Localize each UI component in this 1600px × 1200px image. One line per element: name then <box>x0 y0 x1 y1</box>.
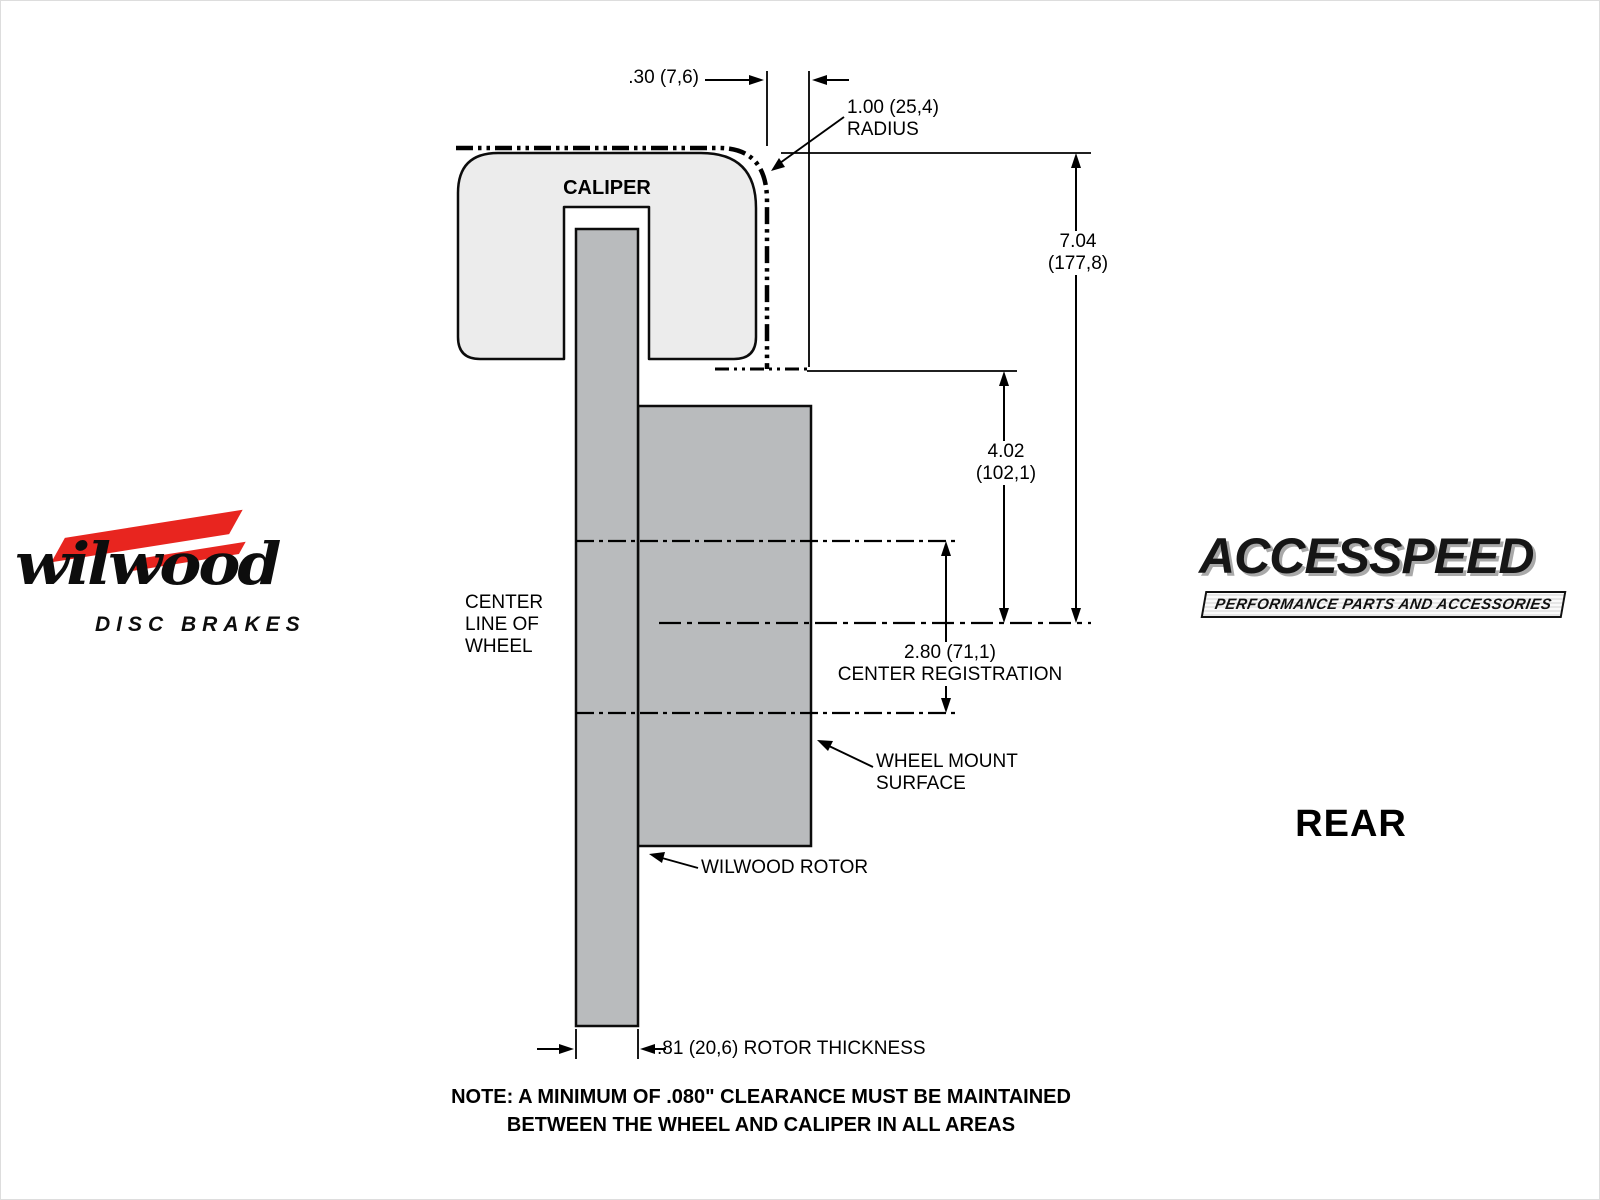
rotor-hat-shape <box>574 227 640 1028</box>
registration-dim-label: 2.80 (71,1) CENTER REGISTRATION <box>819 642 1081 686</box>
dim-mount <box>999 371 1009 623</box>
accesspeed-logo: ACCESSPEED PERFORMANCE PARTS AND ACCESSO… <box>1199 527 1566 618</box>
wilwood-logo: wilwood DISC BRAKES <box>15 509 330 651</box>
overall-value: 7.04 <box>1059 231 1097 252</box>
radius-dim-label: 1.00 (25,4) RADIUS <box>847 97 939 141</box>
registration-value: 2.80 (71,1) <box>904 642 996 663</box>
registration-word: CENTER REGISTRATION <box>837 664 1063 685</box>
centerline-line3: WHEEL <box>465 636 533 657</box>
caliper-shape <box>456 151 758 361</box>
caliper-label: CALIPER <box>563 177 651 199</box>
mount-mm: (102,1) <box>975 463 1037 484</box>
dim-clearance <box>705 75 849 85</box>
wheel-mount-line1: WHEEL MOUNT <box>876 751 1018 772</box>
wheel-phantom-line <box>456 145 770 369</box>
overall-dim-label: 7.04 (177,8) <box>1029 231 1127 275</box>
rotor-disc-shape <box>636 404 813 848</box>
mount-dim-label: 4.02 (102,1) <box>957 441 1055 485</box>
wilwood-tagline: DISC BRAKES <box>95 613 306 636</box>
clearance-note: NOTE: A MINIMUM OF .080" CLEARANCE MUST … <box>361 1083 1161 1139</box>
wilwood-rotor-label: WILWOOD ROTOR <box>701 857 869 878</box>
accesspeed-tagline: PERFORMANCE PARTS AND ACCESSORIES <box>1200 591 1566 618</box>
dim-registration <box>941 541 951 713</box>
centerline-line2: LINE OF <box>465 614 539 635</box>
radius-word: RADIUS <box>847 119 919 140</box>
leader-lines <box>649 116 874 869</box>
dim-overall <box>1071 153 1081 623</box>
note-line2: BETWEEN THE WHEEL AND CALIPER IN ALL ARE… <box>506 1114 1016 1136</box>
radius-value: 1.00 (25,4) <box>847 97 939 118</box>
clearance-dim-label: .30 (7,6) <box>628 67 699 88</box>
accesspeed-wordmark: ACCESSPEED <box>1199 528 1535 584</box>
overall-mm: (177,8) <box>1047 253 1109 274</box>
wilwood-wordmark: wilwood <box>15 529 281 599</box>
wheel-centerline-label: CENTER LINE OF WHEEL <box>465 592 543 658</box>
extension-lines <box>575 71 1091 1059</box>
wheel-mount-line2: SURFACE <box>876 773 966 794</box>
wheel-mount-surface-label: WHEEL MOUNT SURFACE <box>876 751 1018 795</box>
mount-value: 4.02 <box>987 441 1025 462</box>
rotor-thickness-label: .81 (20,6) ROTOR THICKNESS <box>657 1038 926 1059</box>
note-line1: NOTE: A MINIMUM OF .080" CLEARANCE MUST … <box>451 1086 1071 1108</box>
dim-thickness <box>537 1044 666 1054</box>
centerline-line1: CENTER <box>465 592 544 613</box>
rear-view-label: REAR <box>1295 803 1407 845</box>
